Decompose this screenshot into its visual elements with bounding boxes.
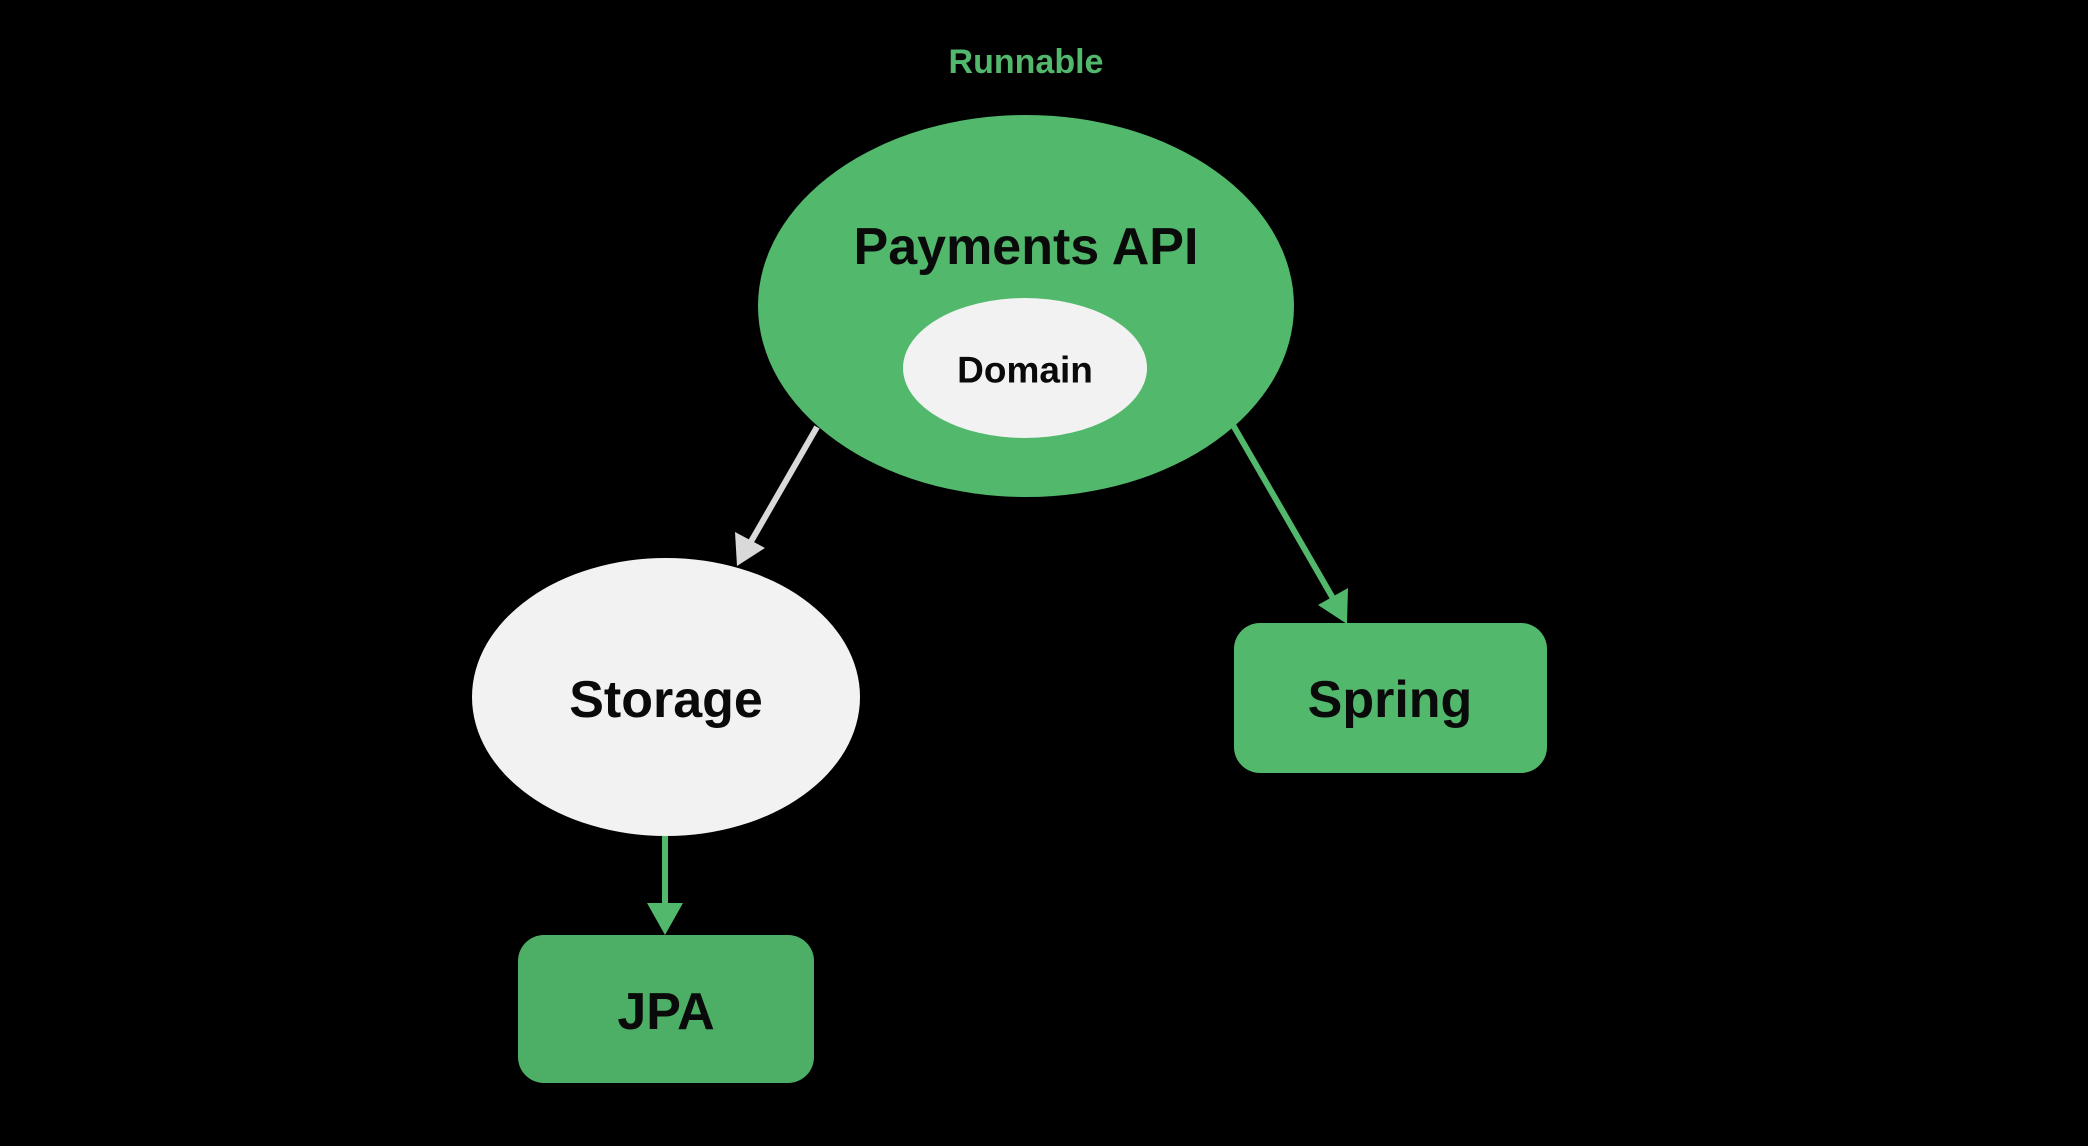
node-storage[interactable]: Storage [472, 558, 860, 836]
spring-label: Spring [1308, 671, 1473, 729]
spring-shape [1234, 623, 1547, 773]
node-domain[interactable]: Domain [903, 298, 1147, 438]
arrowhead-jpa-icon [647, 903, 683, 935]
storage-shape [472, 558, 860, 836]
storage-label: Storage [569, 671, 763, 729]
node-jpa[interactable]: JPA [518, 935, 814, 1083]
edges [647, 423, 1348, 935]
edge-payments-to-spring [1230, 423, 1341, 609]
domain-shape [903, 298, 1147, 438]
arrowhead-spring-icon [1318, 588, 1348, 624]
domain-label: Domain [957, 350, 1093, 391]
jpa-shape [518, 935, 814, 1083]
jpa-label: JPA [617, 983, 714, 1041]
runnable-title: Runnable [949, 43, 1104, 81]
arrowhead-storage-icon [735, 532, 765, 566]
node-spring[interactable]: Spring [1234, 623, 1547, 773]
payments-api-label: Payments API [854, 218, 1199, 276]
edge-payments-to-storage [742, 425, 820, 554]
